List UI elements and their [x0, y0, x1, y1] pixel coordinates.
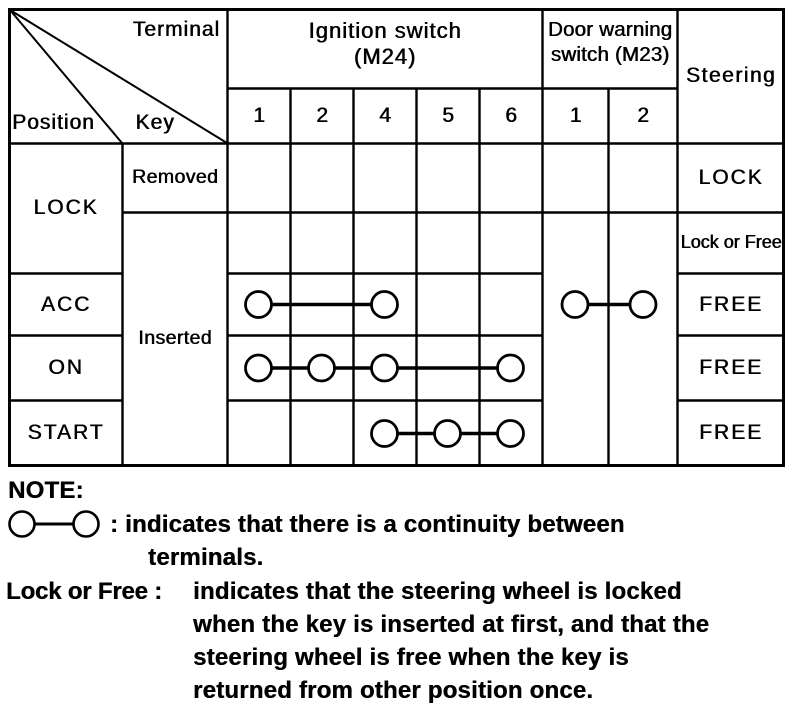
- corner-diagonal-2: [9, 9, 228, 144]
- position-lock: LOCK: [33, 196, 99, 220]
- key-state-removed: Removed: [131, 166, 219, 189]
- terminal-door-warning-2: 2: [637, 104, 650, 128]
- note-lock-or-free-label: Lock or Free :: [6, 578, 162, 605]
- steering-value-free-on: FREE: [698, 356, 763, 380]
- note-lock-or-free-line4: returned from other position once.: [193, 677, 594, 704]
- corner-key-label: Key: [135, 111, 175, 135]
- steering-value-lock-or-free: Lock or Free: [680, 232, 782, 253]
- continuity-symbol-acc-ignition: [244, 290, 399, 319]
- note-lock-or-free-line1: indicates that the steering wheel is loc…: [193, 578, 682, 605]
- position-start: START: [27, 421, 105, 445]
- corner-terminal-label: Terminal: [132, 18, 220, 42]
- position-on: ON: [48, 356, 84, 380]
- corner-position-label: Position: [12, 111, 95, 135]
- note-continuity-definition-cont: terminals.: [148, 544, 264, 571]
- key-state-inserted: Inserted: [138, 327, 212, 350]
- steering-header: Steering: [685, 64, 777, 88]
- steering-value-lock: LOCK: [698, 166, 764, 190]
- note-continuity-definition: : indicates that there is a continuity b…: [110, 511, 625, 538]
- ignition-switch-header-line1: Ignition switch: [308, 17, 462, 43]
- ignition-switch-header-line2: (M24): [353, 44, 417, 69]
- continuity-symbol-start-ignition: [370, 419, 525, 448]
- door-warning-switch-header-line1: Door warning: [547, 18, 673, 42]
- note-lock-or-free-line3: steering wheel is free when the key is: [193, 644, 629, 671]
- door-warning-switch-header: Door warning switch (M23): [544, 12, 676, 74]
- note-lock-or-free-line2: when the key is inserted at first, and t…: [193, 611, 710, 638]
- terminal-ignition-2: 2: [316, 104, 329, 128]
- terminal-door-warning-1: 1: [569, 104, 583, 128]
- terminal-ignition-1: 1: [253, 104, 266, 128]
- steering-value-free-acc: FREE: [698, 292, 763, 316]
- continuity-symbol-icon: [8, 510, 100, 538]
- steering-value-free-start: FREE: [698, 421, 763, 445]
- corner-diagonal-1: [9, 9, 123, 144]
- table-outer-border: [8, 8, 785, 467]
- terminal-ignition-5: 5: [442, 104, 455, 128]
- door-warning-switch-header-line2: switch (M23): [550, 43, 670, 66]
- continuity-symbol-acc-door_warning: [560, 290, 658, 319]
- note-heading: NOTE:: [8, 477, 84, 504]
- position-acc: ACC: [40, 292, 92, 316]
- ignition-switch-header: Ignition switch (M24): [229, 12, 541, 76]
- continuity-symbols-layer: [244, 290, 658, 448]
- terminal-ignition-6: 6: [505, 104, 518, 128]
- terminal-ignition-4: 4: [379, 104, 392, 128]
- continuity-symbol-on-ignition: [244, 353, 525, 383]
